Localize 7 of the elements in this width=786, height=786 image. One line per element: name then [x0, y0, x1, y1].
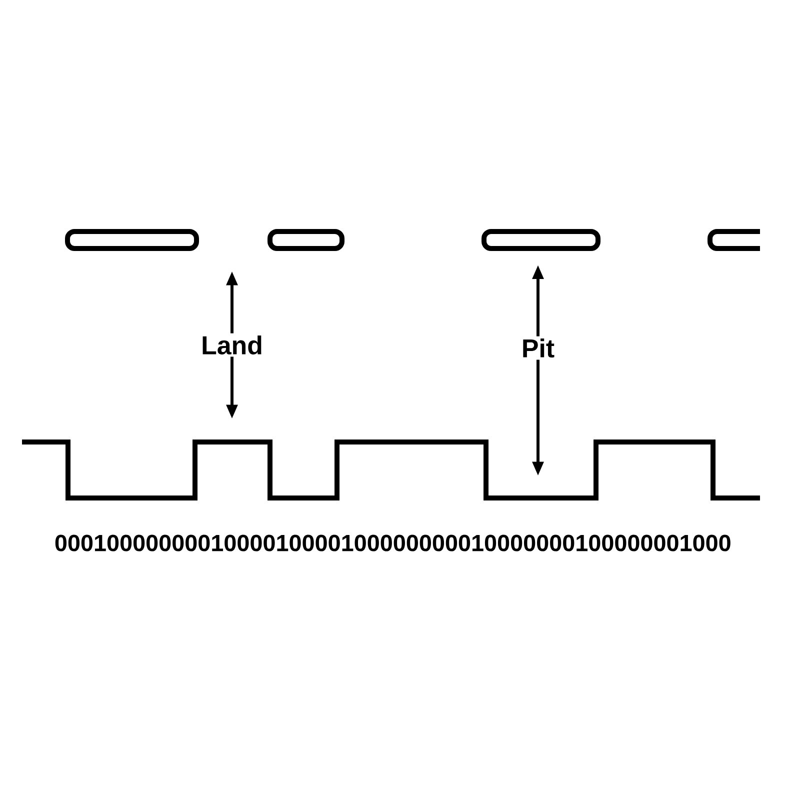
- pit-shape: [65, 229, 199, 251]
- label-text: Pit: [523, 338, 554, 358]
- label-text: Land: [202, 336, 262, 355]
- pit-shape: [268, 229, 344, 251]
- bit-sequence: 0001000000001000010000100000000010000000100000001000: [55, 534, 730, 552]
- pit-shape: [482, 229, 600, 251]
- pit-shape: [708, 229, 760, 251]
